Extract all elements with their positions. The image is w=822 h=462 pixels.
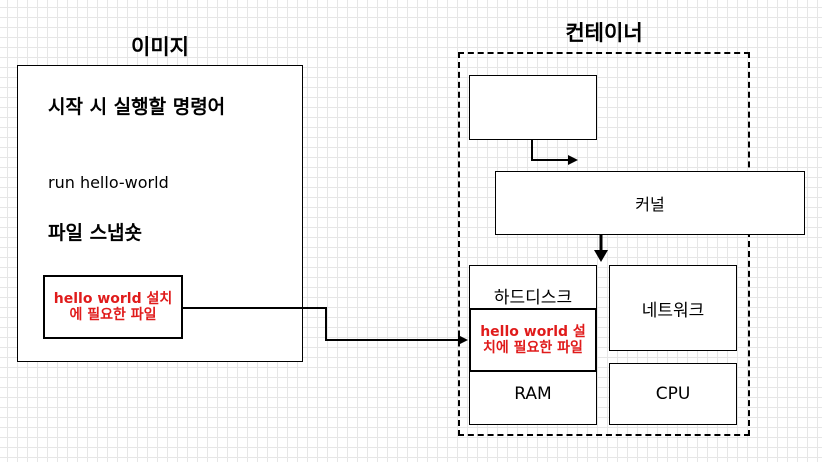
- network-box: 네트워크: [609, 265, 737, 351]
- kernel-label: 커널: [635, 195, 665, 214]
- kernel-box: 커널: [495, 171, 805, 235]
- container-top-box: [469, 75, 597, 140]
- startup-command-heading: 시작 시 실행할 명령어: [48, 96, 226, 118]
- disk-files-label: hello world 설치에 필요한 파일: [480, 324, 586, 356]
- ram-label: RAM: [514, 384, 552, 404]
- image-files-box: hello world 설치에 필요한 파일: [43, 275, 183, 339]
- top-box-to-kernel-connector: [531, 140, 568, 161]
- disk-files-box: hello world 설치에 필요한 파일: [469, 308, 597, 372]
- disk-label: 하드디스크: [493, 287, 573, 308]
- image-files-to-disk-files-connector: [183, 307, 458, 341]
- network-label: 네트워크: [641, 300, 705, 321]
- image-files-label: hello world 설치에 필요한 파일: [53, 291, 173, 323]
- snapshot-heading: 파일 스냅숏: [48, 222, 143, 244]
- cpu-box: CPU: [609, 363, 737, 425]
- image-title: 이미지: [131, 35, 189, 59]
- image-files-to-disk-files-arrowhead: [458, 335, 468, 345]
- container-panel: [458, 52, 750, 436]
- command-text: run hello-world: [48, 173, 169, 192]
- container-title: 컨테이너: [565, 21, 643, 45]
- cpu-label: CPU: [655, 384, 691, 404]
- kernel-to-disk-arrowhead: [594, 250, 608, 262]
- top-box-to-kernel-arrowhead: [568, 155, 578, 165]
